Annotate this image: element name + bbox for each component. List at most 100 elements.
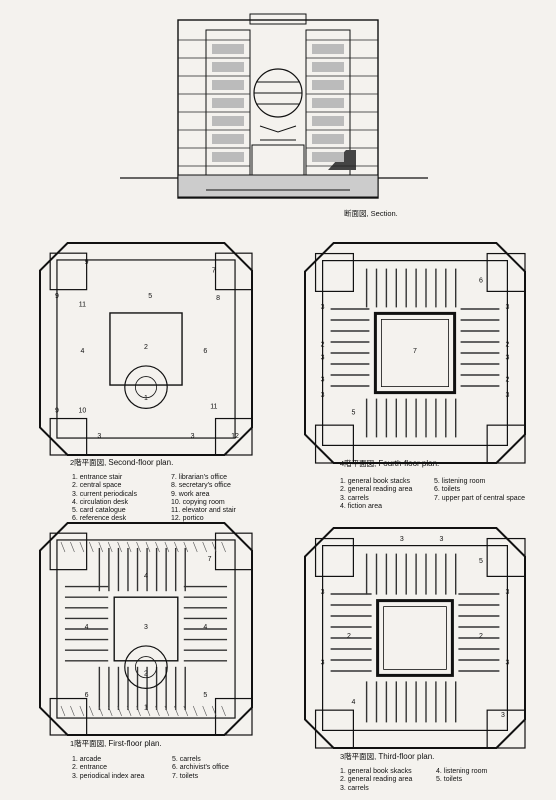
arcade-hatch <box>164 705 170 717</box>
inner-wall <box>56 259 236 439</box>
legend-item: 11. elevator and stair <box>171 507 236 515</box>
legend-item: 9. work area <box>171 490 210 498</box>
legend-item: 3. carrels <box>340 784 369 792</box>
legend-item: 2. general reading area <box>340 776 413 784</box>
legend-item: 10. copying room <box>171 498 225 506</box>
first-floor-caption: 1階平面図, First-floor plan. <box>70 739 162 748</box>
arcade-hatch <box>89 705 94 717</box>
book-stack-section <box>312 116 344 126</box>
book-stack-section <box>312 98 344 108</box>
entrance-stair <box>124 365 168 409</box>
room-label: 3 <box>505 659 509 666</box>
legend-item: 5. toilets <box>436 776 463 784</box>
inner-wall <box>322 260 509 447</box>
entrance-stair-inner <box>134 376 157 399</box>
arcade-hatch <box>70 705 75 717</box>
third-floor-caption: 3階平面図, Third-floor plan. <box>340 752 434 761</box>
arcade-hatch <box>155 541 160 553</box>
corner-tower <box>486 709 526 749</box>
arcade-hatch <box>89 541 94 553</box>
room-label: 9 <box>85 259 89 266</box>
arcade-hatch <box>221 705 226 717</box>
room-label: 3 <box>144 624 148 631</box>
arcade-hatch <box>211 705 217 717</box>
arcade-hatch <box>98 541 104 553</box>
corner-tower <box>314 537 354 577</box>
fourth-floor-caption-en: Fourth-floor plan. <box>378 459 440 468</box>
arcade-hatch <box>211 541 217 553</box>
room-label: 3 <box>321 355 325 362</box>
room-label: 6 <box>203 348 207 355</box>
arcade-hatch <box>79 541 85 553</box>
room-label: 2 <box>505 341 509 348</box>
corner-tower <box>49 252 88 291</box>
corner-tower <box>214 697 253 736</box>
room-label: 12 <box>231 433 239 440</box>
room-label: 3 <box>97 433 101 440</box>
arcade-hatch <box>60 541 66 553</box>
room-label: 4 <box>351 699 355 706</box>
corner-tower <box>314 424 354 464</box>
fourth-floor-caption: 4階平面図, Fourth-floor plan. <box>340 459 439 468</box>
third-floor-caption-en: Third-floor plan. <box>378 752 435 761</box>
book-stack-section <box>212 152 244 162</box>
arcade-hatch <box>126 541 132 553</box>
room-label: 5 <box>203 692 207 699</box>
inner-wall <box>322 544 509 731</box>
room-label: 4 <box>85 624 89 631</box>
fourth-floor-legend: 1. general book stacks 2. general readin… <box>340 478 540 518</box>
room-label: 11 <box>79 302 86 309</box>
legend-item: 6. archivist's office <box>172 764 229 772</box>
room-label: 7 <box>208 556 212 563</box>
room-label: 3 <box>505 355 509 362</box>
legend-item: 2. general reading area <box>340 486 413 494</box>
arcade-hatch <box>98 705 104 717</box>
room-label: 4 <box>203 624 207 631</box>
corner-tower <box>314 252 354 292</box>
legend-item: 8. secretary's office <box>171 482 231 490</box>
corner-tower <box>486 537 526 577</box>
central-space <box>113 596 179 662</box>
room-label: 3 <box>191 433 195 440</box>
arcade-hatch <box>155 705 160 717</box>
first-floor-legend: 1. arcade 2. entrance 3. periodical inde… <box>72 756 272 784</box>
room-label: 3 <box>505 392 509 399</box>
room-label: 3 <box>439 536 443 543</box>
room-label: 2 <box>479 633 483 640</box>
arcade-hatch <box>70 541 75 553</box>
book-stack-section <box>212 116 244 126</box>
section-floor-lines <box>178 39 378 167</box>
room-label: 3 <box>321 659 325 666</box>
legend-item: 5. listening room <box>434 478 486 485</box>
room-label: 1 <box>144 395 148 402</box>
central-space <box>376 599 454 677</box>
central-void <box>380 318 449 387</box>
second-floor-caption-ja: 2階平面図, <box>70 458 107 467</box>
room-label: 2 <box>505 377 509 384</box>
legend-item: 12. portico <box>171 515 204 523</box>
legend-item: 3. current periodicals <box>72 490 137 498</box>
room-label: 7 <box>413 348 417 355</box>
room-label: 3 <box>321 392 325 399</box>
arcade-hatch <box>221 541 226 553</box>
arcade-hatch <box>192 541 198 553</box>
book-stack-section <box>312 44 344 54</box>
second-floor-caption-en: Second-floor plan. <box>108 458 174 467</box>
legend-item: 6. toilets <box>434 486 461 494</box>
legend-item: 1. arcade <box>72 756 102 763</box>
central-space <box>373 311 457 395</box>
room-label: 8 <box>216 295 220 302</box>
room-label: 5 <box>351 410 355 417</box>
book-stack-section <box>212 80 244 90</box>
arcade-hatch <box>174 541 179 553</box>
room-label: 7 <box>212 268 216 275</box>
legend-item: 1. general book skacks <box>340 768 412 775</box>
arcade-hatch <box>174 705 179 717</box>
third-floor-caption-ja: 3階平面図, <box>340 752 377 761</box>
corner-tower <box>486 424 526 464</box>
second-floor-caption: 2階平面図, Second-floor plan. <box>70 458 173 467</box>
